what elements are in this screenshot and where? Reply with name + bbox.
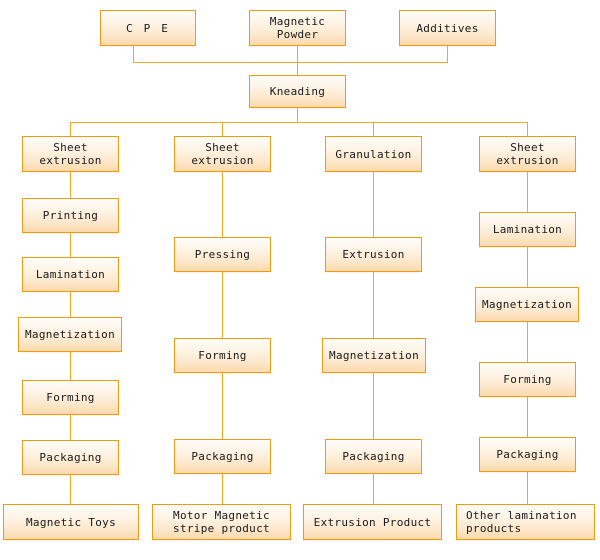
node-magnetic-powder[interactable]: Magnetic Powder (249, 10, 346, 46)
node-magnetization-3-label: Magnetization (482, 298, 572, 311)
node-packaging-1-label: Packaging (39, 451, 102, 464)
node-lamination-1-label: Lamination (35, 268, 106, 281)
node-pressing-label: Pressing (194, 248, 251, 261)
node-cpe[interactable]: C P E (100, 10, 196, 46)
node-sheet-extrusion-2[interactable]: Sheet extrusion (174, 136, 271, 172)
node-magnetic-powder-label: Magnetic Powder (269, 15, 326, 41)
connector-col2-3 (222, 373, 223, 439)
node-packaging-2[interactable]: Packaging (174, 439, 271, 474)
node-lamination-2[interactable]: Lamination (479, 212, 576, 247)
node-forming-1[interactable]: Forming (22, 380, 119, 415)
node-magnetization-2[interactable]: Magnetization (322, 338, 426, 373)
node-printing[interactable]: Printing (22, 198, 119, 233)
node-packaging-3[interactable]: Packaging (325, 439, 422, 474)
node-forming-2[interactable]: Forming (174, 338, 271, 373)
node-sheet-extrusion-2-label: Sheet extrusion (191, 141, 254, 167)
node-extrusion[interactable]: Extrusion (325, 237, 422, 272)
connector-col1-2 (70, 233, 71, 257)
connector-col3-1 (373, 172, 374, 237)
node-packaging-4[interactable]: Packaging (479, 437, 576, 472)
connector-col3-2 (373, 272, 374, 338)
node-magnetization-3[interactable]: Magnetization (475, 287, 579, 322)
node-sheet-extrusion-1[interactable]: Sheet extrusion (22, 136, 119, 172)
connector-col1-4 (70, 352, 71, 380)
connector-branch-col3 (373, 122, 374, 136)
connector-col1-3 (70, 292, 71, 317)
node-granulation-label: Granulation (335, 147, 412, 161)
connector-col4-1 (527, 172, 528, 212)
connector-col1-1 (70, 172, 71, 198)
node-magnetization-2-label: Magnetization (329, 349, 419, 362)
node-sheet-extrusion-1-label: Sheet extrusion (39, 141, 102, 167)
node-extrusion-product-label: Extrusion Product (313, 515, 432, 529)
connector-col2-1 (222, 172, 223, 237)
node-forming-3-label: Forming (503, 373, 552, 386)
connector-branch-col2 (222, 122, 223, 136)
node-packaging-1[interactable]: Packaging (22, 440, 119, 475)
connector-col2-4 (222, 474, 223, 504)
connector-col1-5 (70, 415, 71, 440)
connector-branch-col4 (527, 122, 528, 136)
connector-col1-6 (70, 475, 71, 504)
connector-magnetic-powder-down (297, 46, 298, 62)
node-motor-magnetic-stripe-product-label: Motor Magnetic stripe product (173, 509, 270, 535)
connector-col3-4 (373, 474, 374, 504)
node-additives[interactable]: Additives (399, 10, 496, 46)
node-pressing[interactable]: Pressing (174, 237, 271, 272)
node-magnetic-toys[interactable]: Magnetic Toys (3, 504, 139, 540)
connector-col3-3 (373, 373, 374, 439)
node-kneading[interactable]: Kneading (249, 75, 346, 108)
node-magnetic-toys-label: Magnetic Toys (26, 515, 116, 529)
node-sheet-extrusion-3[interactable]: Sheet extrusion (479, 136, 576, 172)
node-granulation[interactable]: Granulation (325, 136, 422, 172)
node-forming-3[interactable]: Forming (479, 362, 576, 397)
node-packaging-4-label: Packaging (496, 448, 559, 461)
connector-kneading-down (297, 108, 298, 122)
node-magnetization-1-label: Magnetization (25, 328, 115, 341)
connector-col2-2 (222, 272, 223, 338)
node-extrusion-product[interactable]: Extrusion Product (303, 504, 442, 540)
connector-col4-2 (527, 247, 528, 287)
node-other-lamination-products-label: Other lamination products (466, 509, 577, 535)
connector-col4-5 (527, 472, 528, 504)
node-motor-magnetic-stripe-product[interactable]: Motor Magnetic stripe product (152, 504, 291, 540)
node-kneading-label: Kneading (269, 85, 326, 98)
node-magnetization-1[interactable]: Magnetization (18, 317, 122, 352)
connector-col4-3 (527, 322, 528, 362)
connector-branch-bus (70, 122, 528, 123)
node-packaging-3-label: Packaging (342, 450, 405, 463)
node-forming-2-label: Forming (198, 349, 247, 362)
node-extrusion-label: Extrusion (342, 248, 405, 261)
node-lamination-2-label: Lamination (492, 223, 563, 236)
connector-inputs-bus (133, 62, 448, 63)
node-other-lamination-products[interactable]: Other lamination products (456, 504, 595, 540)
connector-branch-col1 (70, 122, 71, 136)
node-packaging-2-label: Packaging (191, 450, 254, 463)
connector-bus-to-kneading (297, 62, 298, 75)
node-sheet-extrusion-3-label: Sheet extrusion (496, 141, 559, 167)
connector-col4-4 (527, 397, 528, 437)
connector-additives-down (447, 46, 448, 62)
node-forming-1-label: Forming (46, 391, 95, 404)
node-printing-label: Printing (42, 209, 99, 222)
connector-cpe-down (133, 46, 134, 62)
node-cpe-label: C P E (125, 21, 171, 35)
node-additives-label: Additives (416, 21, 479, 35)
node-lamination-1[interactable]: Lamination (22, 257, 119, 292)
